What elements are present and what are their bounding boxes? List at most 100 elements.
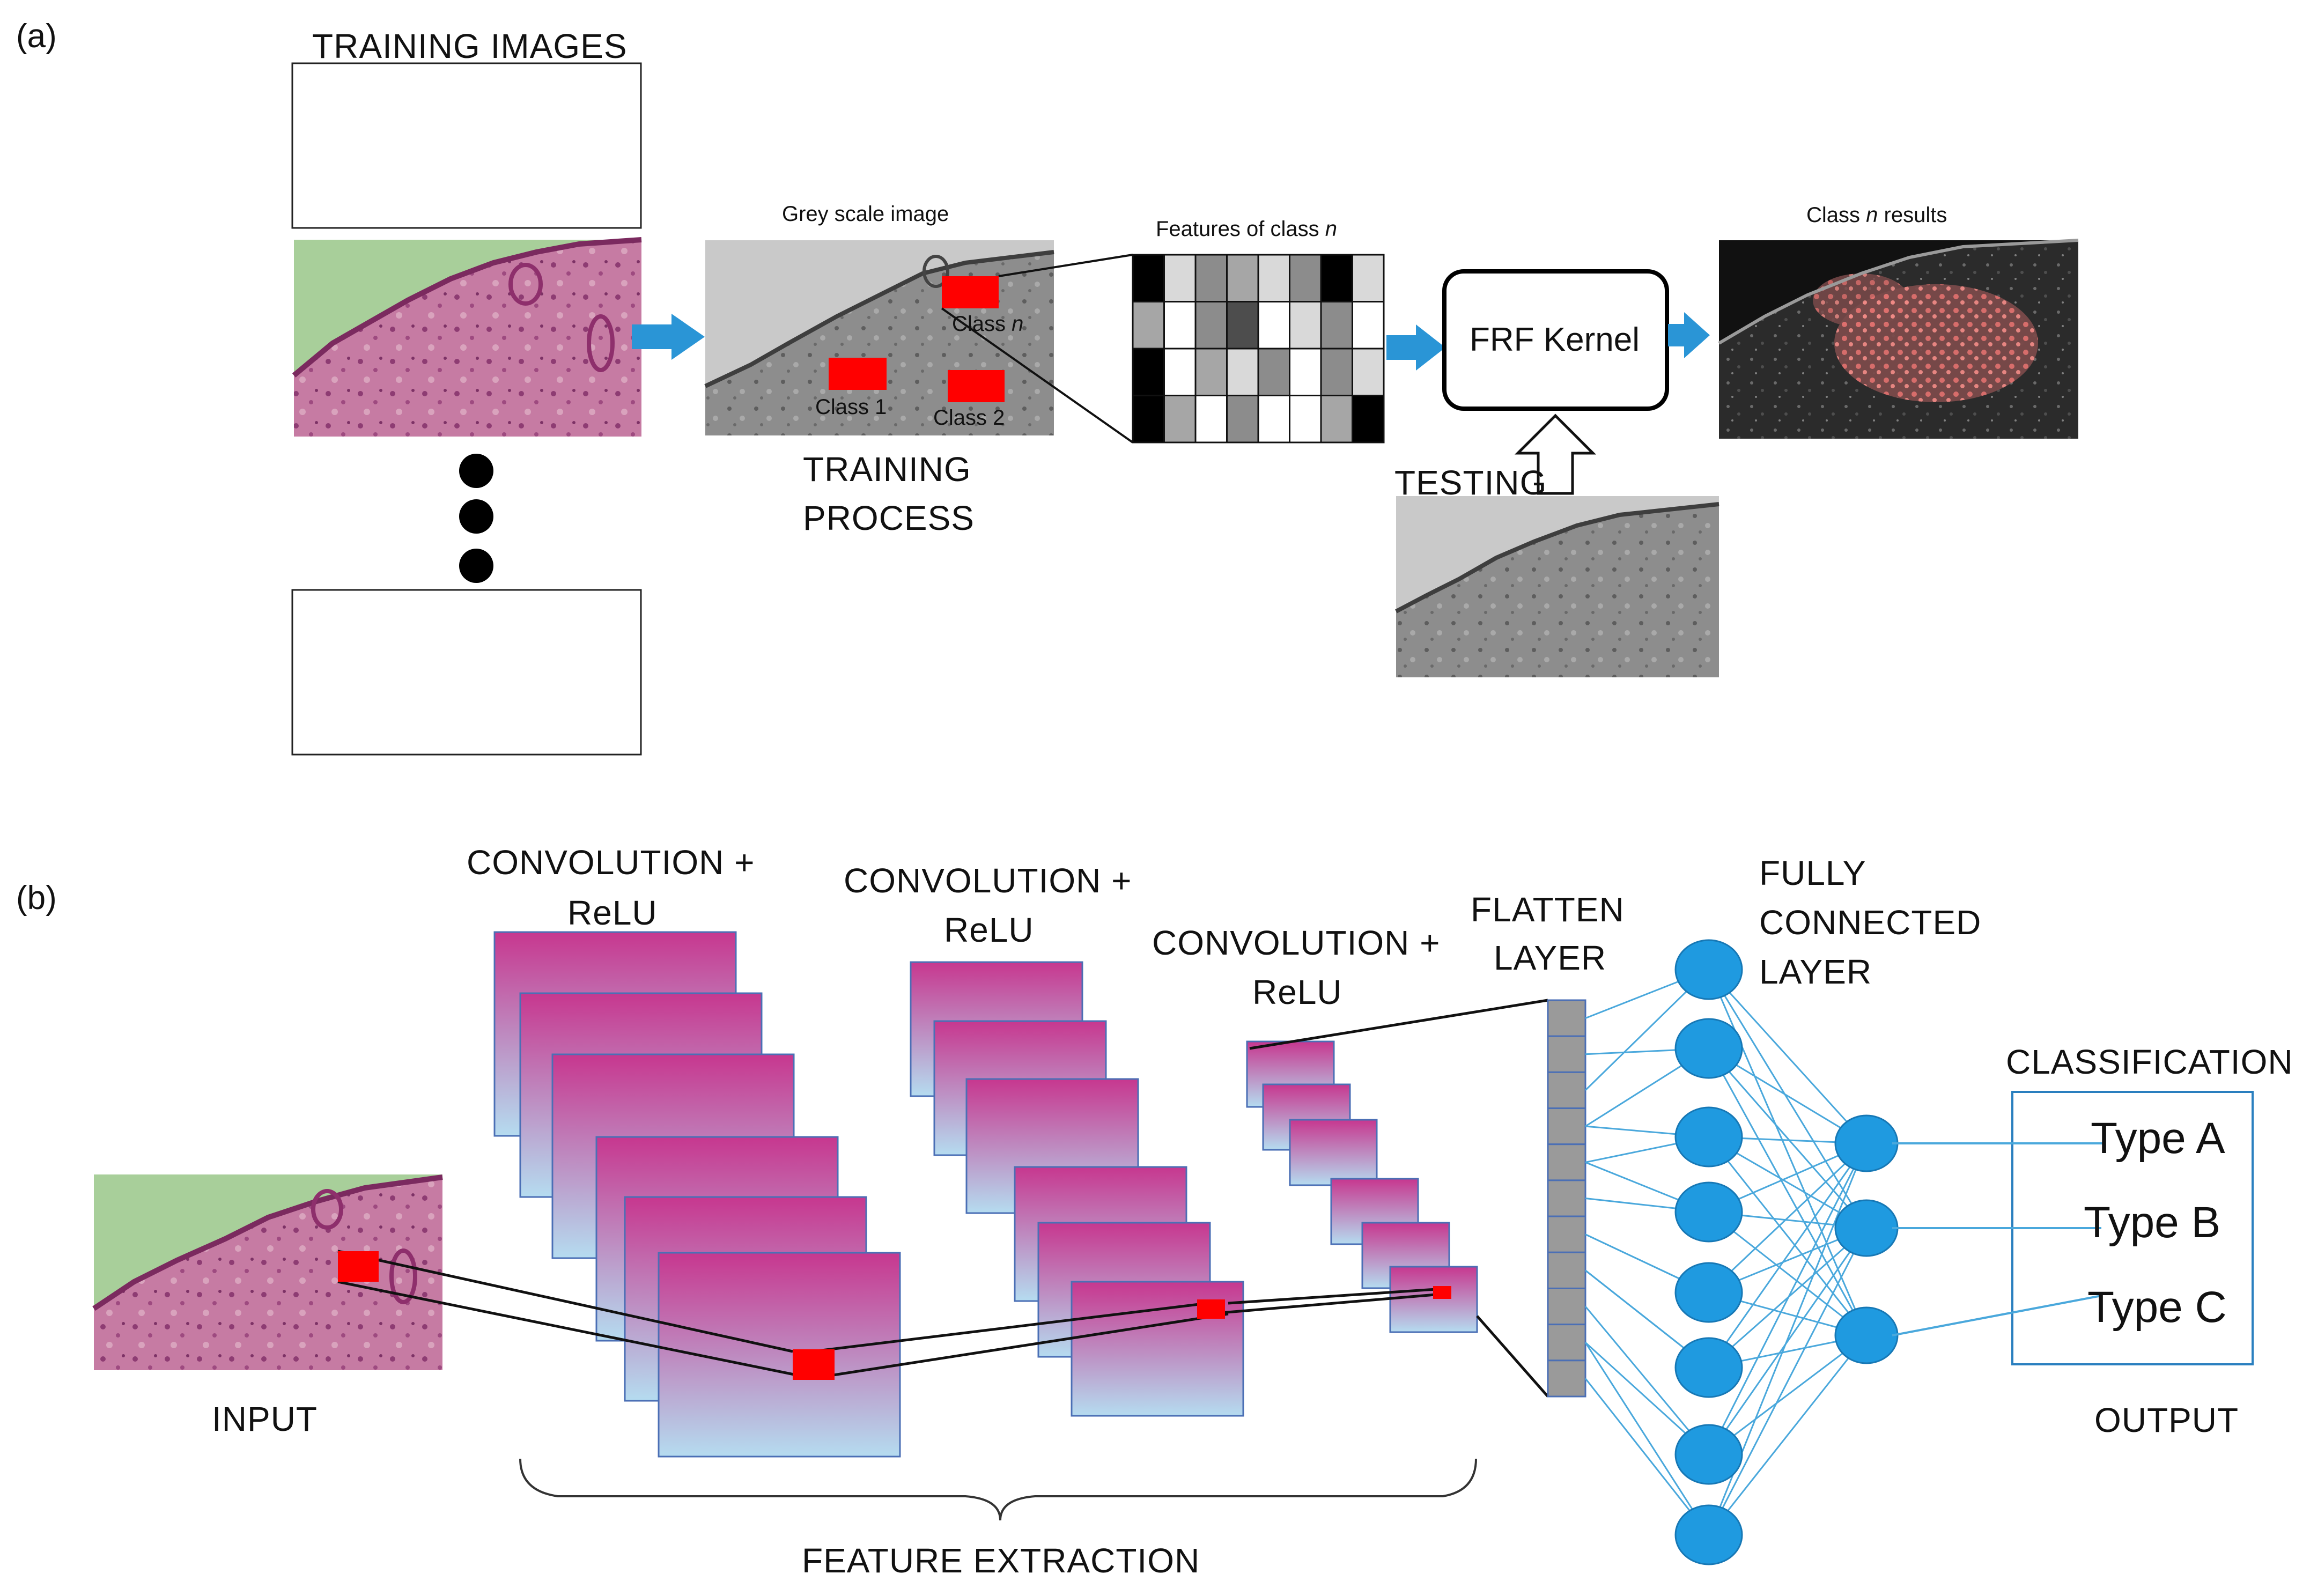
receptive-field-lines bbox=[337, 999, 1549, 1398]
feature-cell bbox=[1226, 301, 1259, 350]
feature-cell bbox=[1289, 254, 1322, 302]
conv-block-1 bbox=[493, 931, 901, 1458]
panel-a-label: (a) bbox=[16, 18, 57, 55]
zoom-line-top bbox=[998, 254, 1133, 277]
hidden-node bbox=[1674, 1018, 1743, 1079]
training-process-label-line2: PROCESS bbox=[803, 499, 975, 537]
conv-block-3 bbox=[1246, 1040, 1478, 1333]
conv3-label-line2: ReLU bbox=[1252, 973, 1342, 1011]
flatten-cell bbox=[1547, 1359, 1586, 1398]
edge bbox=[1708, 1335, 1868, 1535]
edge bbox=[1708, 1228, 1868, 1535]
flatten-label-line1: FLATTEN bbox=[1471, 890, 1625, 929]
feature-cell bbox=[1257, 254, 1290, 302]
conv1-label-line2: ReLU bbox=[567, 893, 658, 932]
roi-class-n bbox=[942, 276, 999, 308]
class-1-label: Class 1 bbox=[815, 395, 887, 419]
feature-cell bbox=[1352, 348, 1385, 396]
input-roi bbox=[338, 1251, 379, 1282]
feature-cell bbox=[1320, 395, 1353, 444]
feature-cell bbox=[1289, 301, 1322, 350]
class-n-results-image bbox=[1718, 239, 2079, 439]
type-c-label: Type C bbox=[2087, 1283, 2227, 1332]
feature-cell bbox=[1257, 395, 1290, 444]
roi-class-2 bbox=[948, 370, 1005, 402]
flatten-cell bbox=[1547, 1143, 1586, 1181]
hidden-node bbox=[1674, 939, 1743, 1000]
feature-map bbox=[1289, 1119, 1378, 1186]
fc-label-line2: CONNECTED bbox=[1759, 903, 1981, 942]
hidden-node bbox=[1674, 1106, 1743, 1168]
feature-cell bbox=[1163, 348, 1197, 396]
arrow-to-kernel bbox=[1386, 324, 1445, 371]
ellipsis-dot-3 bbox=[459, 549, 493, 583]
panel-b: (b) CONVOLUTION + ReLU CONVOLUTION + ReL… bbox=[16, 843, 2293, 1580]
input-label: INPUT bbox=[212, 1400, 318, 1438]
classification-label: CLASSIFICATION bbox=[2006, 1043, 2293, 1081]
testing-label: TESTING bbox=[1394, 463, 1547, 502]
ellipsis-dot-1 bbox=[459, 454, 493, 488]
conv2-roi bbox=[1197, 1299, 1225, 1319]
feature-cell bbox=[1194, 254, 1228, 302]
feature-cell bbox=[1163, 301, 1197, 350]
conv2-label-line2: ReLU bbox=[944, 911, 1034, 949]
hidden-node bbox=[1674, 1504, 1743, 1565]
edge bbox=[1584, 1306, 1710, 1455]
edge bbox=[1584, 1378, 1710, 1535]
feature-cell bbox=[1194, 395, 1228, 444]
hidden-node bbox=[1674, 1337, 1743, 1398]
feature-cell bbox=[1132, 254, 1165, 302]
feature-cell bbox=[1226, 254, 1259, 302]
feature-extraction-label: FEATURE EXTRACTION bbox=[802, 1541, 1200, 1580]
output-label: OUTPUT bbox=[2094, 1401, 2239, 1439]
flatten-cell bbox=[1547, 1179, 1586, 1217]
training-process-label-line1: TRAINING bbox=[803, 450, 971, 489]
flatten-layer bbox=[1547, 999, 1586, 1398]
feature-cell bbox=[1132, 301, 1165, 350]
feature-cell bbox=[1320, 254, 1353, 302]
feature-cell bbox=[1289, 395, 1322, 444]
flatten-cell bbox=[1547, 1071, 1586, 1110]
feature-grid bbox=[1132, 254, 1385, 444]
panel-b-label: (b) bbox=[16, 880, 57, 917]
flatten-cell bbox=[1547, 1287, 1586, 1326]
edge bbox=[1708, 1334, 1867, 1455]
conv2-label-line1: CONVOLUTION + bbox=[844, 861, 1132, 900]
output-node bbox=[1834, 1199, 1899, 1257]
class-connector-c bbox=[1892, 1295, 2102, 1336]
feature-cell bbox=[1320, 301, 1353, 350]
flatten-cell bbox=[1547, 1324, 1586, 1362]
input-histology-image bbox=[92, 1174, 443, 1370]
conv3-roi bbox=[1433, 1286, 1451, 1299]
edge bbox=[1708, 1136, 1868, 1336]
flatten-cell bbox=[1547, 1215, 1586, 1253]
testing-image bbox=[1395, 496, 1719, 677]
feature-cell bbox=[1352, 254, 1385, 302]
type-a-label: Type A bbox=[2091, 1114, 2225, 1163]
arrow-to-grey-image bbox=[632, 314, 705, 360]
feature-cell bbox=[1132, 348, 1165, 396]
edge bbox=[1708, 1048, 1868, 1229]
feature-cell bbox=[1163, 395, 1197, 444]
hidden-node bbox=[1674, 1262, 1743, 1323]
output-node bbox=[1834, 1114, 1899, 1172]
edge bbox=[1708, 1143, 1868, 1368]
training-images-label: TRAINING IMAGES bbox=[312, 27, 628, 65]
testing-arrow bbox=[1514, 413, 1597, 495]
training-image-placeholder-bottom bbox=[291, 589, 642, 756]
flatten-cell bbox=[1547, 1107, 1586, 1146]
flatten-cell bbox=[1547, 999, 1586, 1037]
edge bbox=[1584, 1342, 1710, 1535]
zoom-line-bottom bbox=[941, 307, 1134, 444]
conv-block-2 bbox=[910, 961, 1244, 1417]
flatten-cell bbox=[1547, 1251, 1586, 1289]
feature-cell bbox=[1194, 301, 1228, 350]
frf-kernel-box bbox=[1442, 269, 1669, 411]
training-histology-image bbox=[292, 237, 642, 437]
feature-cell bbox=[1320, 348, 1353, 396]
conv3-label-line1: CONVOLUTION + bbox=[1152, 923, 1441, 962]
panel-a: (a) TRAINING IMAGES Grey scale image Cla… bbox=[16, 18, 2079, 756]
edge bbox=[1708, 969, 1868, 1144]
feature-cell bbox=[1289, 348, 1322, 396]
